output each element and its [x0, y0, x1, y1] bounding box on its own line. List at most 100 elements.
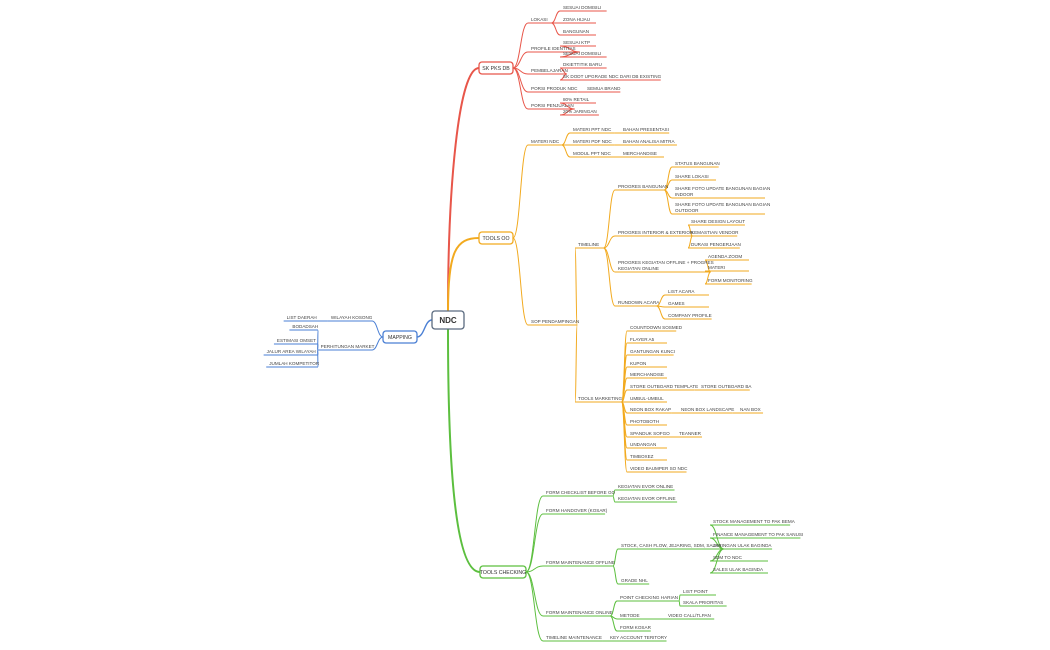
node-label-nan-box[interactable]: NAN BOX	[740, 407, 761, 412]
branch-sk-pks-db-box[interactable]	[478, 61, 514, 75]
node-label-materi-ndc[interactable]: MATERI NDC	[531, 139, 560, 144]
node-label-neon-box-landscape[interactable]: NEON BOX LANDSCAPE	[681, 407, 734, 412]
node-label-semua-brand[interactable]: SEMUA BRAND	[587, 86, 621, 91]
node-label-company-profile[interactable]: COMPANY PROFILE	[668, 313, 712, 318]
node-label-tools-marketing[interactable]: TOOLS MARKETING	[578, 396, 623, 401]
node-label-sop-pendampingan[interactable]: SOP PENDAMPINGAN	[531, 319, 579, 324]
node-label-finance-management-to-pak-sanusi[interactable]: FINANCE MANAGEMENT TO PAK SANUSI	[713, 532, 803, 537]
node-label-key-account-teritory[interactable]: KEY ACCOUNT TERITORY	[610, 635, 667, 640]
node-label-estimasi-omset[interactable]: ESTIMASI OMSET	[277, 338, 316, 343]
node-label-undangan[interactable]: UNDANGAN	[630, 442, 656, 447]
node-label-profile-identitas[interactable]: PROFILE IDENTITAS	[531, 46, 576, 51]
node-label-point-checking-harian[interactable]: POINT CHECKING HARIAN	[620, 595, 678, 600]
node-label-modul-ppt-ndc[interactable]: MODUL PPT NDC	[573, 151, 611, 156]
node-label-neon-box-rakap[interactable]: NEON BOX RAKAP	[630, 407, 671, 412]
node-label-80-retail[interactable]: 80% RETAIL	[563, 97, 590, 102]
node-label-materi-ppt-ndc[interactable]: MATERI PPT NDC	[573, 127, 612, 132]
node-label-stock-management-to-pak-bema[interactable]: STOCK MANAGEMENT TO PAK BEMA	[713, 519, 796, 524]
node-label-progres-kegiatan-offline-progres[interactable]: PROGRES KEGIATAN OFFLINE + PROGRES	[618, 260, 714, 265]
node-label-list-acara[interactable]: LIST ACARA	[668, 289, 695, 294]
node-label-form-handover-kosar[interactable]: FORM HANDOVER (KOSAR)	[546, 508, 608, 513]
node-label-kemastian-vendor[interactable]: KEMASTIAN VENDOR	[691, 230, 739, 235]
connector-line	[512, 237, 529, 326]
node-label-materi-pdf-ndc[interactable]: MATERI PDF NDC	[573, 139, 612, 144]
node-label-zona-hijau[interactable]: ZONA HIJAU	[563, 17, 590, 22]
node-label-rundown-acara[interactable]: RUNDOWN ACARA	[618, 300, 660, 305]
node-label-flayer-a5[interactable]: FLAYER A5	[630, 337, 655, 342]
node-label-games[interactable]: GAMES	[668, 301, 685, 306]
node-label-kegiatan-online[interactable]: KEGIATAN ONLINE	[618, 266, 659, 271]
branch-tools-oo-box[interactable]	[478, 231, 514, 245]
node-label-share-foto-update-bangunan-bagian[interactable]: SHARE FOTO UPDATE BANGUNAN BAGIAN	[675, 202, 770, 207]
node-label-sesuai-domisili[interactable]: SESUAI DOMISILI	[563, 51, 601, 56]
node-label-timboxez[interactable]: TIMBOXEZ	[630, 454, 654, 459]
node-label-dkiettitik-baru[interactable]: DKIETTITIK BARU	[563, 62, 602, 67]
node-label-lokasi[interactable]: LOKASI	[531, 17, 548, 22]
node-label-status-bangunan[interactable]: STATUS BANGUNAN	[675, 161, 720, 166]
node-label-kegiatan-evor-online[interactable]: KEGIATAN EVOR ONLINE	[618, 484, 673, 489]
connector-line	[612, 565, 619, 585]
node-label-store-outboard-ba[interactable]: STORE OUTBOARD BA	[701, 384, 752, 389]
connector-line	[561, 144, 571, 158]
node-label-form-maintenance-offline[interactable]: FORM MAINTENANCE OFFLINE	[546, 560, 615, 565]
node-label-kegiatan-evor-offline[interactable]: KEGIATAN EVOR OFFLINE	[618, 496, 676, 501]
node-label-jumlah-kompetitor[interactable]: JUMLAH KOMPETITOR	[269, 361, 320, 366]
node-label-bahan-presentasi[interactable]: BAHAN PRESENTASI	[623, 127, 669, 132]
node-label-outdoor[interactable]: OUTDOOR	[675, 208, 699, 213]
node-label-stock-cash-flow-jejaring-sdm-sales[interactable]: STOCK, CASH FLOW, JEJARING, SDM, SALES	[621, 543, 721, 548]
node-label-porsi-penjualan[interactable]: PORSI PENJUALAN	[531, 103, 574, 108]
node-label-progres-bangunan[interactable]: PROGRES BANGUNAN	[618, 184, 668, 189]
node-label-20-jaringan[interactable]: 20% JARINGAN	[563, 109, 597, 114]
node-label-jaringan-ulak-baginda[interactable]: JARINGAN ULAK BAGINDA	[713, 543, 772, 548]
node-label-video-call-tlpan[interactable]: VIDEO CALL/TLPAN	[668, 613, 711, 618]
node-label-durasi-pengerjaan[interactable]: DURASI PENGERJAAN	[691, 242, 741, 247]
node-label-perhitungan-market[interactable]: PERHITUNGAN MARKET	[321, 344, 375, 349]
node-label-porsi-produk-ndc[interactable]: PORSI PRODUK NDC	[531, 86, 578, 91]
node-label-bodadsah[interactable]: BODADSAH	[292, 324, 318, 329]
node-label-progres-interior-exterior[interactable]: PROGRES INTERIOR & EXTERIOR	[618, 230, 694, 235]
node-label-form-kosar[interactable]: FORM KOSAR	[620, 625, 652, 630]
connector-line	[525, 571, 544, 642]
connector-line	[621, 401, 628, 473]
node-label-metode[interactable]: METODE	[620, 613, 640, 618]
root-node-ndc-box[interactable]	[431, 310, 465, 330]
node-label-grade-nhl[interactable]: GRADE NHL	[621, 578, 648, 583]
node-label-bahan-analisa-mitra[interactable]: BAHAN ANALISA MITRA	[623, 139, 676, 144]
node-label-share-lokasi[interactable]: SHARE LOKASI	[675, 174, 709, 179]
node-label-skala-prioritas[interactable]: SKALA PRIORITAS	[683, 600, 723, 605]
node-label-list-daerah[interactable]: LIST DAERAH	[287, 315, 317, 320]
node-label-timeline[interactable]: TIMELINE	[578, 242, 599, 247]
node-label-form-monitoring[interactable]: FORM MONITORING	[708, 278, 753, 283]
node-label-share-design-layout[interactable]: SHARE DESIGN LAYOUT	[691, 219, 745, 224]
node-label-sesuai-ktp[interactable]: SESUAI KTP	[563, 40, 590, 45]
node-label-agenda-zoom[interactable]: AGENDA ZOOM	[708, 254, 742, 259]
node-label-pembelajaran[interactable]: PEMBELAJARAN	[531, 68, 568, 73]
node-label-jalur-area-wilayah[interactable]: JALUR AREA WILAYAH	[267, 349, 316, 354]
node-label-bangunan[interactable]: BANGUNAN	[563, 29, 589, 34]
node-label-umbul-umbul[interactable]: UMBUL-UMBUL	[630, 396, 664, 401]
node-label-spanduk-sofgo[interactable]: SPANDUK SOFGO	[630, 431, 670, 436]
node-label-sesuai-domisili[interactable]: SESUAI DOMISILI	[563, 5, 601, 10]
node-label-countdown-sosmed[interactable]: COUNTDOWN SOSMED	[630, 325, 683, 330]
node-label-form-maintenance-online[interactable]: FORM MAINTENANCE ONLINE	[546, 610, 613, 615]
node-label-merchandise[interactable]: MERCHANDISE	[630, 372, 664, 377]
node-label-store-outboard-template[interactable]: STORE OUTBOARD TEMPLATE	[630, 384, 698, 389]
node-label-sk-dodt-upgrade-ndc-dari-db-existing[interactable]: SK DODT UPGRADE NDC DARI DB EXISTING	[563, 74, 662, 79]
node-label-video-baumper-so-ndc[interactable]: VIDEO BAUMPER SO NDC	[630, 466, 688, 471]
node-label-form-checklist-before-go[interactable]: FORM CHECKLIST BEFORE GO	[546, 490, 616, 495]
node-label-wilayah-kosong[interactable]: WILAYAH KOSONG	[331, 315, 373, 320]
node-label-share-foto-update-bangunan-bagian[interactable]: SHARE FOTO UPDATE BANGUNAN BAGIAN	[675, 186, 770, 191]
node-label-merchandise[interactable]: MERCHANDISE	[623, 151, 657, 156]
branch-mapping-box[interactable]	[382, 330, 418, 344]
node-label-materi[interactable]: MATERI	[708, 265, 725, 270]
node-label-indoor[interactable]: INDOOR	[675, 192, 694, 197]
branch-tools-checking-box[interactable]	[479, 565, 527, 579]
node-label-kupon[interactable]: KUPON	[630, 361, 646, 366]
node-label-sdm-to-ndc[interactable]: SDM TO NDC	[713, 555, 743, 560]
node-label-photoboth[interactable]: PHOTOBOTH	[630, 419, 659, 424]
node-label-sales-ulak-baginda[interactable]: SALES ULAK BAGINDA	[713, 567, 764, 572]
node-label-list-point[interactable]: LIST POINT	[683, 589, 708, 594]
node-label-timeline-maintenance[interactable]: TIMELINE MAINTENANCE	[546, 635, 602, 640]
node-label-gantungan-kunci[interactable]: GANTUNGAN KUNCI	[630, 349, 675, 354]
node-label-teanner[interactable]: TEANNER	[679, 431, 702, 436]
